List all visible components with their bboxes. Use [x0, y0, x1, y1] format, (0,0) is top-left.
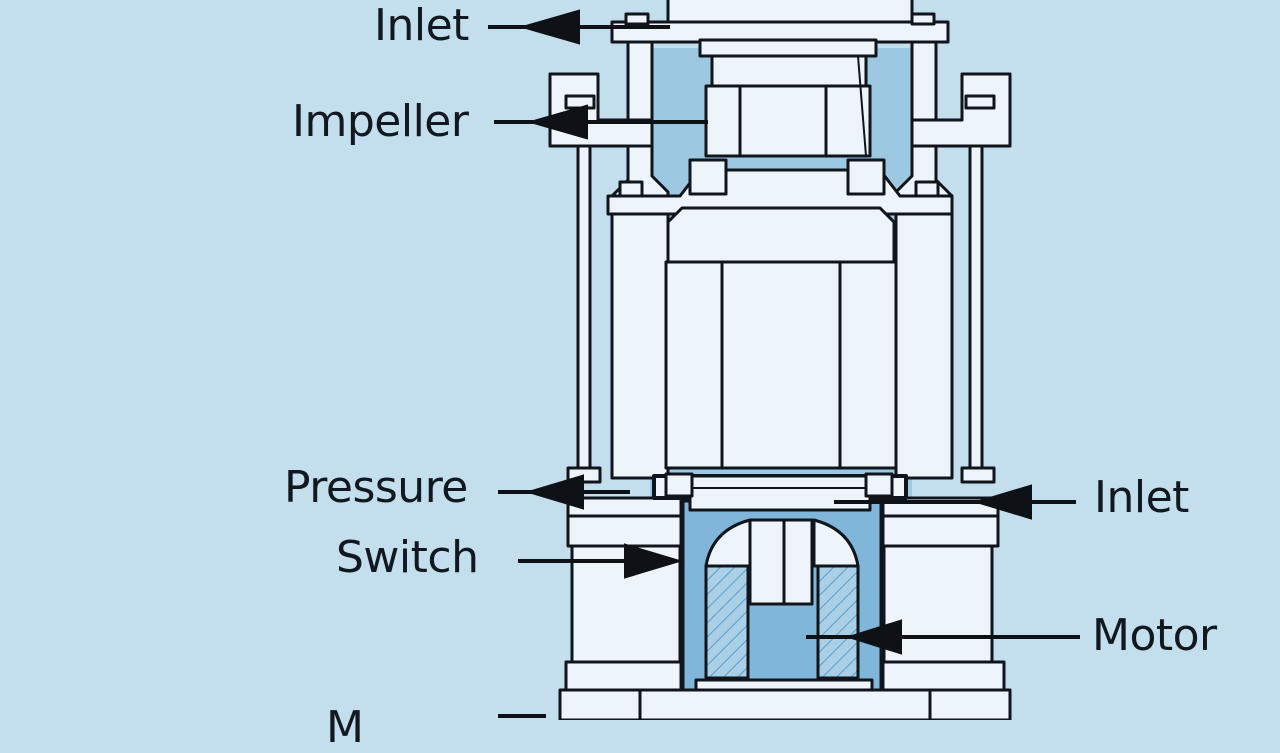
shoulder-nut-right	[846, 158, 886, 196]
label-motor: Motor	[1092, 610, 1217, 661]
top-cap-bolt-right	[910, 12, 936, 26]
pump-cross-section	[488, 0, 1080, 723]
label-inlet-top: Inlet	[374, 0, 469, 51]
right-tie-rod	[968, 144, 984, 480]
impeller-housing	[710, 54, 868, 88]
motor-casing	[664, 260, 898, 470]
right-bracket	[910, 72, 1012, 148]
motor-winding-left	[704, 564, 750, 680]
inlet-head	[666, 0, 914, 24]
motor-casing-dome	[666, 206, 896, 264]
label-impeller: Impeller	[292, 96, 469, 147]
label-bottom-partial: M	[326, 702, 364, 753]
right-support-column	[894, 40, 954, 480]
shoulder-nut-left	[688, 158, 728, 196]
switch-plunger	[748, 518, 814, 606]
switch-cap	[688, 474, 872, 512]
top-collar	[698, 38, 878, 58]
pump-diagram: Inlet Impeller Pressure Switch Inlet Mot…	[284, 0, 1217, 750]
top-cap-bolt-left	[624, 12, 650, 26]
impeller-body	[704, 84, 872, 158]
label-inlet-right: Inlet	[1094, 472, 1189, 523]
label-pressure: Pressure	[284, 462, 468, 513]
label-switch: Switch	[336, 532, 479, 583]
left-tie-rod	[576, 144, 592, 480]
motor-winding-right	[816, 564, 860, 680]
